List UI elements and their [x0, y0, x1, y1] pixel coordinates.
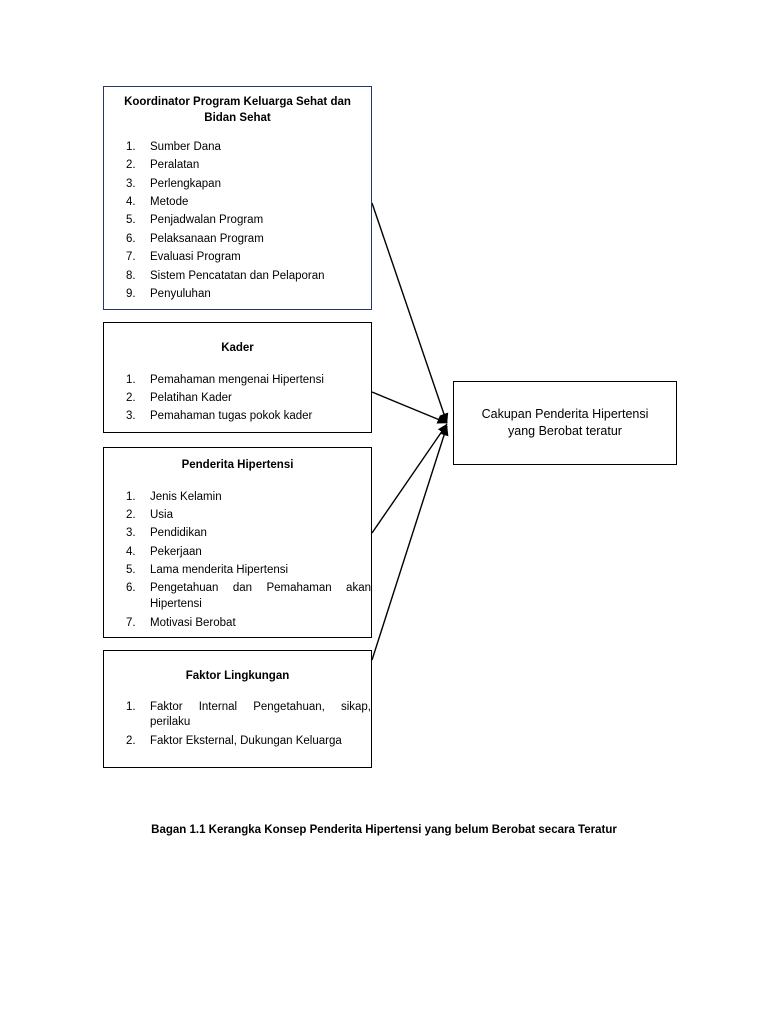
list-number: 7.: [126, 616, 136, 629]
list-item: 4. Metode: [104, 195, 371, 211]
box-koordinator-list: 1. Sumber Dana 2. Peralatan 3. Perlengkapan…: [104, 140, 371, 303]
list-item: 2. Peralatan: [104, 158, 371, 174]
box-penderita-title: Penderita Hipertensi: [181, 459, 294, 471]
list-text: Perlengkapan: [150, 177, 221, 190]
list-item: 1. Sumber Dana: [104, 140, 371, 156]
list-number: 2.: [126, 159, 136, 172]
arrow-koordinator-to-outcome: [371, 202, 449, 424]
list-text: Pemahaman tugas pokok kader: [150, 410, 313, 423]
list-text: Sumber Dana: [150, 141, 221, 154]
box-koordinator-title: Koordinator Program Keluarga Sehat dan B…: [124, 96, 351, 124]
list-item: 4. Pekerjaan: [104, 545, 371, 561]
list-text: Lama menderita Hipertensi: [150, 563, 289, 576]
list-text: Evaluasi Program: [150, 251, 241, 264]
list-number: 1.: [126, 700, 136, 713]
list-text: Motivasi Berobat: [150, 616, 236, 629]
list-item: 5. Lama menderita Hipertensi: [104, 563, 371, 579]
list-number: 5.: [126, 563, 136, 576]
list-text: Peralatan: [150, 159, 200, 172]
list-item: 2. Pelatihan Kader: [104, 391, 371, 407]
list-item: 7. Evaluasi Program: [104, 250, 371, 266]
list-text: Pendidikan: [150, 527, 207, 540]
list-number: 1.: [126, 373, 136, 386]
list-number: 3.: [126, 527, 136, 540]
list-text: Sistem Pencatatan dan Pelaporan: [150, 269, 325, 282]
list-number: 6.: [126, 582, 136, 595]
figure-caption: Bagan 1.1 Kerangka Konsep Penderita Hipe…: [151, 824, 617, 836]
list-text: Pelaksanaan Program: [150, 232, 264, 245]
list-text: Pengetahuan dan Pemahaman akan Hipertens…: [150, 582, 371, 611]
list-text: Metode: [150, 196, 189, 209]
box-cakupan-text: Cakupan Penderita Hipertensi yang Beroba…: [454, 406, 676, 440]
list-item: 3. Pendidikan: [104, 526, 371, 542]
arrow-penderita-to-outcome: [371, 423, 448, 534]
list-item: 3. Perlengkapan: [104, 177, 371, 193]
list-item: 2. Faktor Eksternal, Dukungan Keluarga: [104, 734, 371, 750]
list-number: 1.: [126, 490, 136, 503]
list-number: 2.: [126, 508, 136, 521]
list-item: 9. Penyuluhan: [104, 287, 371, 303]
list-text: Penyuluhan: [150, 287, 211, 300]
box-faktor-lingkungan: Faktor Lingkungan 1. Faktor Internal Peng…: [103, 650, 372, 768]
list-item: 1. Jenis Kelamin: [104, 490, 371, 506]
list-item: 6. Pelaksanaan Program: [104, 232, 371, 248]
arrow-lingkungan-to-outcome: [371, 425, 449, 661]
box-penderita-hipertensi: Penderita Hipertensi 1. Jenis Kelamin 2. U…: [103, 447, 372, 638]
list-item: 1. Faktor Internal Pengetahuan, sikap, pe…: [104, 700, 371, 732]
box-kader: Kader 1. Pemahaman mengenai Hipertensi 2.…: [103, 322, 372, 433]
list-number: 9.: [126, 287, 136, 300]
list-item: 8. Sistem Pencatatan dan Pelaporan: [104, 269, 371, 285]
list-text: Pekerjaan: [150, 545, 202, 558]
box-cakupan-line1: Cakupan Penderita Hipertensi: [481, 407, 649, 422]
box-cakupan-line2: yang Berobat teratur: [508, 424, 622, 438]
list-number: 1.: [126, 141, 136, 154]
list-text: Penjadwalan Program: [150, 214, 264, 227]
box-kader-title: Kader: [221, 342, 254, 354]
box-penderita-list: 1. Jenis Kelamin 2. Usia 3. Pendidikan 4. Pe…: [104, 490, 371, 632]
list-text: Faktor Eksternal, Dukungan Keluarga: [150, 734, 342, 747]
list-item: 7. Motivasi Berobat: [104, 616, 371, 632]
list-item: 2. Usia: [104, 508, 371, 524]
list-item: 3. Pemahaman tugas pokok kader: [104, 409, 371, 425]
list-number: 2.: [126, 391, 136, 404]
list-text: Pelatihan Kader: [150, 391, 232, 404]
list-item: 5. Penjadwalan Program: [104, 213, 371, 229]
list-number: 5.: [126, 214, 136, 227]
list-number: 3.: [126, 177, 136, 190]
box-cakupan-outcome: Cakupan Penderita Hipertensi yang Beroba…: [453, 381, 677, 465]
list-number: 4.: [126, 545, 136, 558]
box-koordinator-program: Koordinator Program Keluarga Sehat dan B…: [103, 86, 372, 310]
list-number: 2.: [126, 734, 136, 747]
list-number: 7.: [126, 251, 136, 264]
list-number: 8.: [126, 269, 136, 282]
list-number: 4.: [126, 196, 136, 209]
list-number: 3.: [126, 410, 136, 423]
box-kader-list: 1. Pemahaman mengenai Hipertensi 2. Pelati…: [104, 373, 371, 426]
box-lingkungan-list: 1. Faktor Internal Pengetahuan, sikap, pe…: [104, 700, 371, 750]
list-text: Pemahaman mengenai Hipertensi: [150, 373, 324, 386]
list-text: Usia: [150, 508, 174, 521]
box-lingkungan-title: Faktor Lingkungan: [185, 670, 290, 682]
list-number: 6.: [126, 232, 136, 245]
list-item: 1. Pemahaman mengenai Hipertensi: [104, 373, 371, 389]
list-item: 6. Pengetahuan dan Pemahaman akan Hiperte…: [104, 581, 371, 613]
list-text: Jenis Kelamin: [150, 490, 222, 503]
list-text: Faktor Internal Pengetahuan, sikap, peri…: [150, 700, 371, 729]
arrow-kader-to-outcome: [371, 391, 448, 424]
